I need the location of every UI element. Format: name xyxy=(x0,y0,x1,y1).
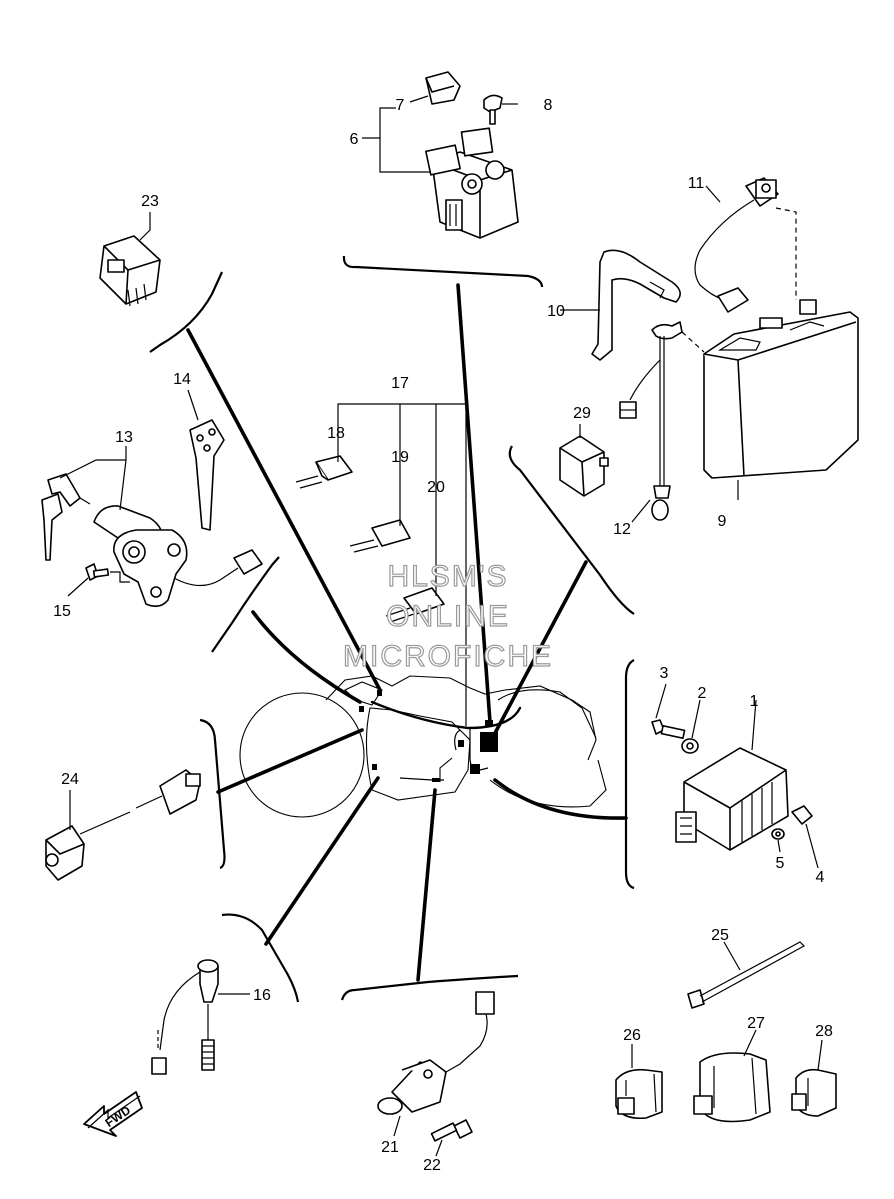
callout-8: 8 xyxy=(544,97,553,114)
callout-6: 6 xyxy=(350,131,359,148)
cable-ties-group xyxy=(615,941,837,1123)
callout-27: 27 xyxy=(747,1015,765,1032)
callout-12: 12 xyxy=(613,521,631,538)
rectifier-group xyxy=(651,719,813,851)
neutral-switch-group xyxy=(377,991,495,1142)
callout-labels: 1 2 3 4 5 6 7 8 9 10 11 12 13 14 15 16 1… xyxy=(53,97,833,1174)
callout-21: 21 xyxy=(381,1139,399,1156)
callout-3: 3 xyxy=(660,665,669,682)
watermark: HLSM'S ONLINE MICROFICHE xyxy=(342,559,553,673)
callout-10: 10 xyxy=(547,303,565,320)
forward-direction-arrow: FWD xyxy=(83,1091,143,1137)
relay-position-mark xyxy=(470,764,480,774)
relay-23 xyxy=(99,235,161,307)
callout-17: 17 xyxy=(391,375,409,392)
sensor-24 xyxy=(45,769,201,881)
callout-15: 15 xyxy=(53,603,71,620)
callout-13: 13 xyxy=(115,429,133,446)
watermark-line-1: HLSM'S xyxy=(387,560,508,593)
watermark-line-2: ONLINE xyxy=(386,600,510,633)
watermark-line-3: MICROFICHE xyxy=(343,640,553,673)
connector-mark xyxy=(432,778,440,782)
callout-22: 22 xyxy=(423,1157,441,1174)
callout-28: 28 xyxy=(815,1023,833,1040)
callout-25: 25 xyxy=(711,927,729,944)
connector-mark xyxy=(377,690,382,696)
callout-2: 2 xyxy=(698,685,707,702)
connector-mark xyxy=(359,706,364,712)
callout-7: 7 xyxy=(396,97,405,114)
callout-20: 20 xyxy=(427,479,445,496)
callout-19: 19 xyxy=(391,449,409,466)
main-switch-group xyxy=(41,419,263,608)
connector-mark xyxy=(372,764,377,770)
connector-mark xyxy=(485,720,493,727)
callout-4: 4 xyxy=(816,869,825,886)
fuse-group xyxy=(295,403,467,726)
callout-29: 29 xyxy=(573,405,591,422)
motorcycle-silhouette xyxy=(239,675,607,818)
callout-9: 9 xyxy=(718,513,727,530)
starter-relay-group xyxy=(425,71,519,239)
callout-18: 18 xyxy=(327,425,345,442)
callout-24: 24 xyxy=(61,771,79,788)
connector-mark xyxy=(458,740,464,747)
callout-26: 26 xyxy=(623,1027,641,1044)
callout-23: 23 xyxy=(141,193,159,210)
callout-5: 5 xyxy=(776,855,785,872)
callout-14: 14 xyxy=(173,371,191,388)
callout-16: 16 xyxy=(253,987,271,1004)
battery-position-mark xyxy=(480,732,498,752)
switch-16 xyxy=(151,959,219,1075)
callout-11: 11 xyxy=(688,175,705,192)
battery-group xyxy=(591,177,859,521)
relay-29 xyxy=(559,435,609,497)
leader-lines xyxy=(59,95,823,1157)
callout-1: 1 xyxy=(750,693,759,710)
